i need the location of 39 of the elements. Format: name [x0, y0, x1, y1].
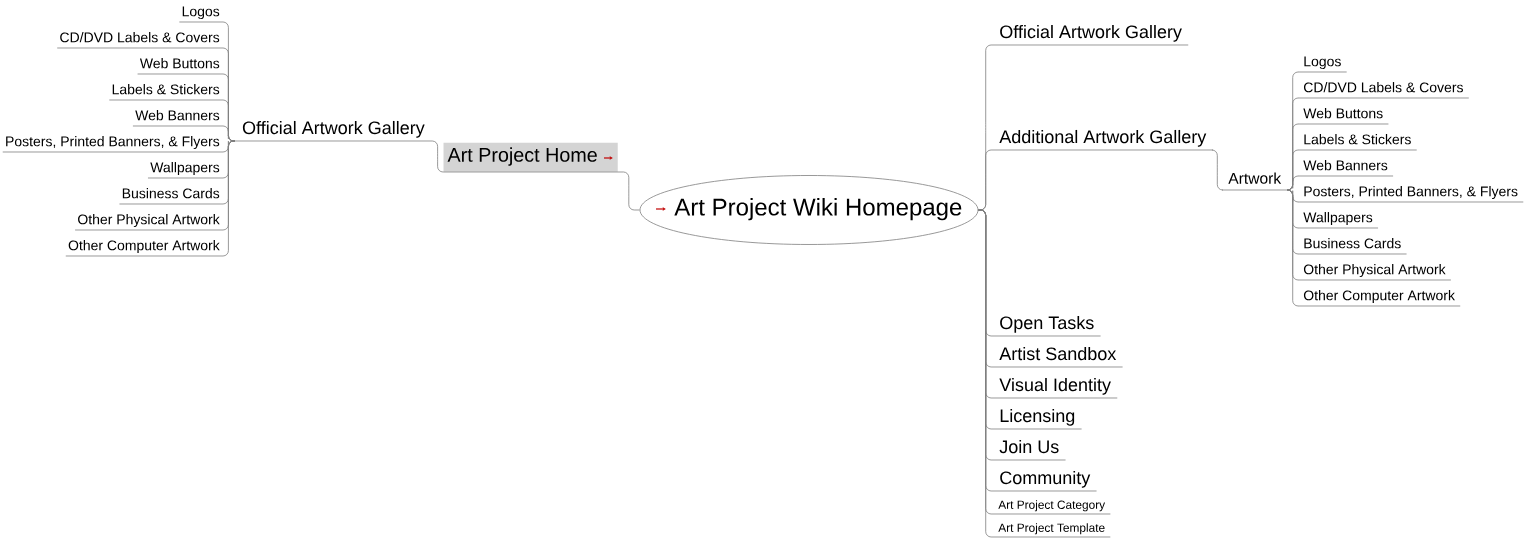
topic-label: Labels & Stickers — [1297, 134, 1418, 151]
topic-label: Wallpapers — [1297, 212, 1379, 229]
connector-line — [617, 171, 640, 211]
highlighted-topic-box: Art Project Home — [442, 142, 619, 173]
topic-label: Other Computer Artwork — [65, 240, 223, 257]
topic-label: Official Artwork Gallery — [992, 24, 1189, 46]
topic-label: Logos — [178, 6, 223, 23]
topic-label: Posters, Printed Banners, & Flyers — [1297, 186, 1524, 203]
topic-label: Business Cards — [119, 188, 223, 205]
topic-label: Labels & Stickers — [108, 84, 223, 101]
topic-label: CD/DVD Labels & Covers — [1297, 82, 1470, 99]
topic-label: Web Banners — [132, 110, 223, 127]
topic-label: Other Physical Artwork — [74, 214, 223, 231]
topic-label: Official Artwork Gallery — [234, 120, 433, 142]
connector-line — [221, 125, 236, 142]
connector-line — [221, 140, 236, 257]
topic-label: Other Computer Artwork — [1297, 290, 1461, 307]
topic-label: Artist Sandbox — [992, 346, 1123, 368]
topic-label: Web Banners — [1297, 160, 1394, 177]
topic-label: Open Tasks — [992, 315, 1101, 337]
topic-label: Art Project Category — [992, 500, 1111, 515]
topic-label: Art Project Template — [992, 523, 1111, 538]
topic-label: Web Buttons — [137, 58, 223, 75]
topic-label: Posters, Printed Banners, & Flyers — [2, 136, 223, 153]
topic-label: Logos — [1297, 56, 1348, 73]
topic-label: Community — [992, 470, 1097, 492]
topic-label: Web Buttons — [1297, 108, 1389, 125]
topic-label: CD/DVD Labels & Covers — [56, 32, 223, 49]
topic-label: Business Cards — [1297, 238, 1407, 255]
connector-line — [1211, 149, 1224, 191]
topic-label: Join Us — [992, 439, 1066, 461]
topic-label: Licensing — [992, 408, 1082, 430]
topic-label: Visual Identity — [992, 377, 1118, 399]
topic-label: Artwork — [1221, 172, 1288, 191]
topic-label: Other Physical Artwork — [1297, 264, 1452, 281]
connector-line — [978, 149, 994, 211]
topic-label: Wallpapers — [147, 162, 223, 179]
topic-label: Additional Artwork Gallery — [992, 129, 1213, 151]
connector-line — [431, 140, 444, 173]
